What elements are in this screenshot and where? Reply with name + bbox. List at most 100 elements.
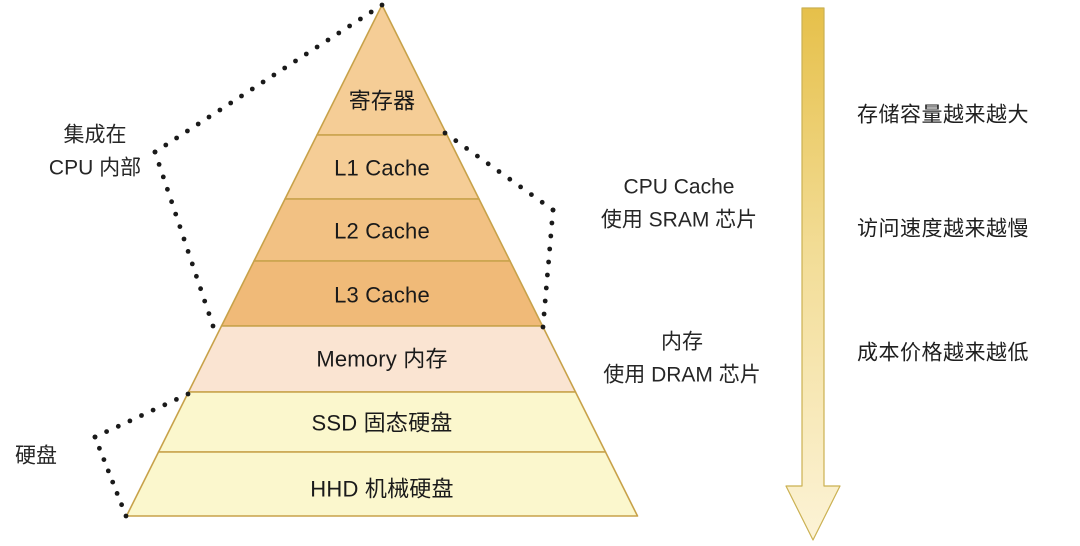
layer-label-register: 寄存器 bbox=[348, 88, 416, 114]
bracket-cpu-cache-sram-dot bbox=[543, 285, 549, 291]
annotation-cpu-cache-sram: CPU Cache 使用 SRAM 芯片 bbox=[601, 171, 757, 236]
bracket-cpu-internal-dot bbox=[194, 273, 199, 279]
bracket-cpu-internal-dot bbox=[189, 261, 195, 267]
bracket-cpu-internal-dot bbox=[156, 162, 162, 167]
bracket-cpu-internal-dot bbox=[198, 286, 204, 292]
bracket-cpu-cache-sram-dot bbox=[550, 207, 556, 213]
bracket-cpu-cache-sram-dot bbox=[453, 138, 459, 144]
bracket-cpu-cache-sram-dot bbox=[541, 311, 547, 317]
bracket-cpu-cache-sram-dot bbox=[485, 161, 491, 167]
bracket-cpu-internal-dot bbox=[271, 72, 277, 78]
layer-label-l1-cache: L1 Cache bbox=[334, 155, 430, 181]
bracket-cpu-internal-dot bbox=[165, 186, 170, 192]
bracket-cpu-internal-dot bbox=[210, 323, 216, 329]
bracket-cpu-internal-dot bbox=[379, 2, 385, 8]
bracket-cpu-internal-dot bbox=[174, 135, 180, 141]
bracket-cpu-cache-sram-dot bbox=[507, 176, 513, 182]
bracket-cpu-internal-dot bbox=[336, 30, 342, 36]
bracket-cpu-cache-sram-dot bbox=[529, 192, 534, 198]
bracket-cpu-cache-sram-dot bbox=[540, 324, 546, 330]
bracket-disk-dot bbox=[139, 413, 144, 418]
bracket-disk-dot bbox=[97, 445, 102, 451]
layer-label-ssd: SSD 固态硬盘 bbox=[311, 410, 453, 436]
bracket-cpu-internal-dot bbox=[195, 121, 201, 127]
arrow-shape bbox=[785, 7, 841, 541]
pyramid-layer-hhd bbox=[125, 451, 639, 517]
bracket-cpu-internal-dot bbox=[293, 58, 298, 64]
bracket-cpu-cache-sram-dot bbox=[496, 169, 502, 174]
bracket-cpu-internal-dot bbox=[206, 311, 212, 316]
bracket-disk-dot bbox=[174, 397, 179, 402]
bracket-cpu-cache-sram-dot bbox=[547, 246, 553, 252]
bracket-cpu-internal-dot bbox=[228, 100, 234, 106]
bracket-cpu-cache-sram-dot bbox=[518, 184, 523, 190]
bracket-cpu-cache-sram-dot bbox=[546, 259, 551, 265]
bracket-disk-dot bbox=[123, 513, 129, 519]
bracket-cpu-internal-dot bbox=[173, 211, 179, 217]
bracket-cpu-internal-dot bbox=[185, 249, 191, 254]
downward-trend-arrow bbox=[785, 7, 841, 541]
bracket-cpu-internal-dot bbox=[160, 174, 166, 180]
bracket-cpu-internal-dot bbox=[368, 9, 374, 15]
bracket-disk-dot bbox=[162, 402, 168, 408]
layer-label-l3-cache: L3 Cache bbox=[334, 282, 430, 308]
bracket-cpu-internal-dot bbox=[347, 23, 352, 29]
dotted-brackets bbox=[92, 2, 556, 519]
bracket-disk-dot bbox=[110, 479, 116, 485]
bracket-disk-dot bbox=[150, 407, 156, 413]
annotation-line: 使用 DRAM 芯片 bbox=[603, 363, 761, 386]
bracket-disk-dot bbox=[114, 491, 120, 496]
bracket-cpu-internal-dot bbox=[185, 128, 190, 134]
annotation-disk: 硬盘 bbox=[15, 441, 57, 474]
bracket-cpu-cache-sram-dot bbox=[545, 272, 550, 278]
bracket-disk-dot bbox=[115, 423, 121, 429]
bracket-cpu-internal-dot bbox=[303, 51, 309, 57]
bracket-cpu-internal-dot bbox=[202, 298, 208, 304]
annotation-line: CPU Cache bbox=[623, 175, 735, 199]
bracket-disk-dot bbox=[92, 434, 98, 440]
bracket-cpu-internal-dot bbox=[206, 114, 212, 120]
layer-label-memory: Memory 内存 bbox=[316, 346, 448, 372]
bracket-cpu-internal-dot bbox=[217, 107, 223, 113]
annotation-line: 集成在 bbox=[63, 123, 127, 147]
bracket-cpu-internal-dot bbox=[163, 142, 169, 148]
bracket-cpu-internal-dot bbox=[260, 79, 266, 85]
bracket-cpu-cache-sram-dot bbox=[539, 199, 545, 205]
annotation-line: CPU 内部 bbox=[48, 156, 142, 179]
side-note-capacity: 存储容量越来越大 bbox=[857, 103, 1029, 127]
bracket-cpu-cache-sram-dot bbox=[442, 130, 448, 136]
bracket-cpu-cache-sram-dot bbox=[475, 153, 480, 159]
bracket-cpu-internal-dot bbox=[249, 86, 255, 92]
bracket-disk-dot bbox=[119, 502, 124, 508]
bracket-disk-dot bbox=[185, 391, 191, 397]
pyramid-layers bbox=[125, 4, 639, 517]
bracket-cpu-internal-dot bbox=[282, 65, 288, 71]
pyramid-layer-register bbox=[316, 4, 448, 136]
bracket-cpu-internal-dot bbox=[177, 224, 183, 230]
bracket-cpu-cache-sram-dot bbox=[464, 146, 469, 151]
bracket-disk-dot bbox=[101, 457, 107, 462]
bracket-cpu-internal-dot bbox=[325, 37, 331, 43]
side-note-speed: 访问速度越来越慢 bbox=[857, 217, 1029, 241]
bracket-disk-dot bbox=[127, 418, 133, 424]
bracket-cpu-cache-sram-dot bbox=[548, 233, 554, 239]
annotation-cpu-internal: 集成在 CPU 内部 bbox=[49, 119, 141, 184]
bracket-cpu-internal-dot bbox=[314, 44, 320, 50]
bracket-cpu-internal-dot bbox=[152, 149, 158, 155]
bracket-cpu-cache-sram-dot bbox=[542, 298, 548, 304]
layer-label-l2-cache: L2 Cache bbox=[334, 218, 430, 244]
annotation-memory-dram: 内存 使用 DRAM 芯片 bbox=[603, 326, 761, 391]
bracket-disk-dot bbox=[105, 468, 111, 474]
layer-label-hhd: HHD 机械硬盘 bbox=[310, 476, 454, 502]
bracket-cpu-internal-dot bbox=[169, 199, 175, 205]
annotation-line: 硬盘 bbox=[15, 444, 57, 468]
annotation-line: 使用 SRAM 芯片 bbox=[600, 208, 758, 231]
annotation-line: 内存 bbox=[661, 330, 703, 354]
side-note-cost: 成本价格越来越低 bbox=[857, 341, 1029, 365]
bracket-cpu-internal-dot bbox=[239, 93, 244, 99]
bracket-disk-dot bbox=[104, 429, 109, 434]
bracket-cpu-cache-sram-dot bbox=[549, 220, 555, 226]
bracket-cpu-internal-dot bbox=[181, 236, 187, 242]
